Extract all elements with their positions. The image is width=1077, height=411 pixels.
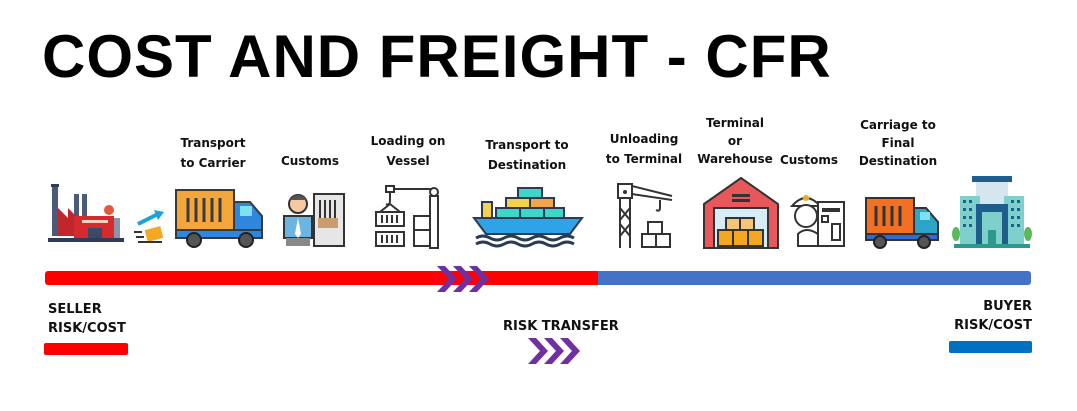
page-title: COST AND FREIGHT - CFR (42, 23, 832, 90)
label-line: Terminal (705, 116, 765, 130)
risk-transfer-point-chevrons-icon (437, 266, 489, 292)
seller-risk-bar (45, 271, 600, 285)
label-line: Vessel (386, 154, 430, 168)
customs-inspector-icon (789, 195, 845, 247)
label-line: Loading on (370, 134, 446, 148)
label-line: to Carrier (180, 156, 246, 170)
shipment-dispatch-icon (134, 210, 164, 243)
step-label-transport-to-carrier: Transport to Carrier (168, 134, 258, 172)
cargo-ship-icon (472, 187, 584, 248)
label-line: Unloading (609, 132, 679, 146)
customs-officer-icon (283, 193, 345, 247)
label-line: Transport (180, 136, 246, 150)
truck-icon (175, 189, 263, 248)
warehouse-icon (703, 176, 779, 249)
step-label-terminal-or-warehouse: Terminal or Warehouse (693, 114, 777, 168)
buyer-risk-swatch (949, 341, 1032, 353)
label-line: Carriage to (860, 118, 936, 132)
seller-risk-swatch (44, 343, 128, 355)
label-line: or (727, 134, 743, 148)
label-line: to Terminal (605, 152, 683, 166)
legend-line: BUYER (983, 299, 1032, 314)
risk-transfer-legend-chevrons-icon (528, 338, 580, 364)
crane-loading-icon (375, 185, 439, 249)
legend-line: RISK/COST (48, 321, 126, 336)
label-line: Destination (487, 158, 567, 172)
buyer-risk-legend-label: BUYER RISK/COST (950, 297, 1032, 335)
buyer-risk-bar (598, 271, 1031, 285)
legend-line: SELLER (48, 302, 102, 317)
risk-transfer-legend-label: RISK TRANSFER (503, 319, 619, 334)
step-label-transport-to-destination: Transport to Destination (475, 136, 579, 174)
step-label-unloading-to-terminal: Unloading to Terminal (598, 130, 690, 168)
legend-line: RISK/COST (954, 318, 1032, 333)
label-line: Warehouse (697, 152, 773, 166)
factory-icon (48, 184, 124, 242)
port-crane-icon (617, 183, 673, 248)
step-label-customs-import: Customs (779, 153, 839, 167)
seller-risk-legend-label: SELLER RISK/COST (48, 300, 126, 338)
step-label-loading-on-vessel: Loading on Vessel (362, 132, 454, 170)
office-building-icon (952, 176, 1032, 248)
step-label-customs-export: Customs (280, 154, 340, 168)
label-line: Final (881, 136, 915, 150)
label-line: Transport to (485, 138, 569, 152)
step-label-carriage-to-final-destination: Carriage to Final Destination (852, 116, 944, 170)
label-line: Destination (858, 154, 938, 168)
delivery-truck-icon (865, 197, 939, 249)
